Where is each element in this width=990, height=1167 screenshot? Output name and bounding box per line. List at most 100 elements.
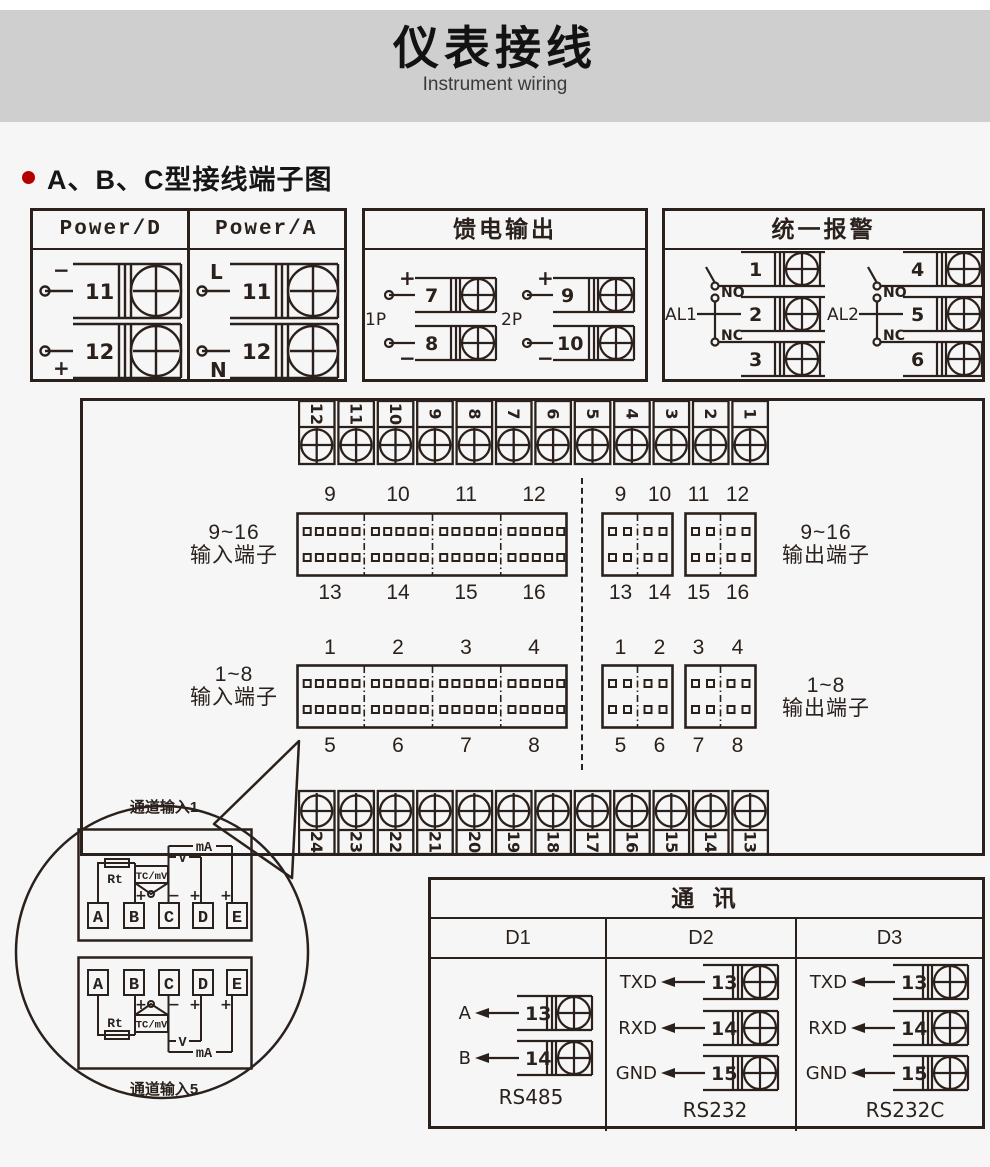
strip-number: 20 — [465, 831, 484, 853]
power-terminal-box: Power/D Power/A − 11 + 12 — [30, 208, 347, 382]
channel-input-5-schematic: A B C D E Rt TC/mV V mA + − + + — [77, 956, 253, 1070]
screw-icon — [694, 425, 728, 465]
polarity-sign: + — [220, 888, 232, 904]
strip-number: 3 — [662, 408, 681, 419]
strip-number: 12 — [307, 403, 326, 425]
nc-contact-label: NC — [883, 328, 905, 344]
terminal-letter: A — [93, 909, 104, 928]
polarity-sign: + — [189, 888, 201, 904]
wire-sign: L — [210, 260, 223, 284]
screw-icon — [733, 791, 767, 831]
strip-number: 23 — [347, 831, 366, 853]
signal-label: GND — [806, 1063, 847, 1084]
terminal-number: 6 — [911, 349, 924, 371]
terminal-number: 4 — [911, 259, 924, 281]
terminal-number: 14 — [525, 1048, 551, 1070]
power-a-diagram: L 11 N 12 — [196, 260, 340, 379]
screw-terminal-icon — [545, 1039, 594, 1077]
tc-mv-label: TC/mV — [136, 1020, 168, 1032]
red-bullet-icon — [22, 171, 35, 184]
input-18-connector — [296, 664, 568, 729]
protocol-label: RS485 — [499, 1085, 564, 1109]
power-column-divider — [187, 211, 190, 379]
screw-icon — [654, 791, 688, 831]
screw-terminal-icon — [773, 340, 822, 378]
comm-title: 通 讯 — [431, 880, 982, 919]
arrow-left-icon — [661, 977, 675, 987]
screw-terminal-icon — [731, 963, 780, 1001]
polarity-sign: − — [168, 888, 180, 904]
arrow-left-icon — [851, 1068, 865, 1078]
no-contact-label: NO — [883, 285, 907, 301]
group-label: 2P — [501, 310, 522, 330]
screw-terminal-icon — [274, 262, 340, 320]
feed-output-title: 馈电输出 — [365, 211, 645, 250]
strip-number: 6 — [544, 408, 563, 419]
signal-label: GND — [616, 1063, 657, 1084]
terminal-number: 1 — [749, 259, 762, 281]
wire-sign: + — [537, 266, 554, 290]
terminal-letter: D — [198, 976, 208, 995]
screw-terminal-icon — [921, 963, 970, 1001]
screw-icon — [300, 425, 334, 465]
alarm-title: 统一报警 — [665, 211, 982, 250]
strip-number: 4 — [622, 408, 641, 419]
polarity-sign: + — [189, 997, 201, 1013]
power-a-title: Power/A — [215, 218, 318, 241]
strip-number: 7 — [504, 408, 523, 419]
screw-icon — [654, 425, 688, 465]
channel-input-1-label: 通道输入1 — [129, 799, 199, 816]
wire-sign: + — [399, 266, 416, 290]
comm-col-d3: D3 — [876, 927, 903, 949]
screw-terminal-icon — [117, 262, 183, 320]
comm-d1-cell: A 13 B 14 RS485 — [431, 959, 607, 1131]
strip-number: 8 — [465, 408, 484, 419]
screw-terminal-icon — [935, 340, 982, 378]
signal-label: TXD — [619, 972, 657, 993]
terminal-letter: A — [93, 976, 104, 995]
section-title: A、B、C型接线端子图 — [47, 165, 333, 195]
strip-number: 15 — [662, 831, 681, 853]
wire-sign: N — [210, 358, 227, 379]
panel-dashed-divider — [581, 478, 583, 770]
comm-col-d1: D1 — [431, 919, 607, 957]
screw-icon — [457, 791, 491, 831]
rt-label: Rt — [107, 1016, 123, 1031]
callout-balloon — [14, 739, 310, 1100]
arrow-left-icon — [851, 1023, 865, 1033]
alarm-group-label: AL2 — [827, 305, 859, 325]
output-18-connector-2 — [684, 664, 757, 729]
polarity-sign: + — [220, 997, 232, 1013]
power-d-title: Power/D — [59, 218, 162, 241]
terminal-letter: B — [129, 909, 139, 928]
terminal-number: 11 — [242, 280, 271, 304]
screw-icon — [615, 425, 649, 465]
terminal-number: 14 — [711, 1018, 737, 1040]
balloon-circle — [14, 804, 310, 1100]
terminal-number: 10 — [557, 333, 583, 355]
screw-icon — [378, 791, 413, 831]
terminal-letter: C — [164, 909, 174, 928]
channel-input-5-label: 通道输入5 — [129, 1081, 199, 1098]
strip-number: 1 — [741, 408, 760, 419]
screw-terminal-icon — [274, 322, 340, 379]
output-916-connector-2 — [684, 512, 757, 577]
output-916-connector-1 — [601, 512, 674, 577]
terminal-number: 2 — [749, 304, 762, 326]
power-d-diagram: − 11 + 12 — [39, 258, 183, 379]
polarity-sign: + — [135, 997, 147, 1013]
rs232c-diagram: TXD 13 RXD 14 GND 15 RS232C — [806, 963, 970, 1122]
terminal-letter: E — [232, 909, 242, 928]
terminal-number: 5 — [911, 304, 924, 326]
screw-terminal-icon — [935, 251, 982, 288]
output-18-connector-1 — [601, 664, 674, 729]
comm-column-headers: D1 D2 D3 — [431, 919, 982, 959]
strip-number: 16 — [622, 831, 641, 853]
